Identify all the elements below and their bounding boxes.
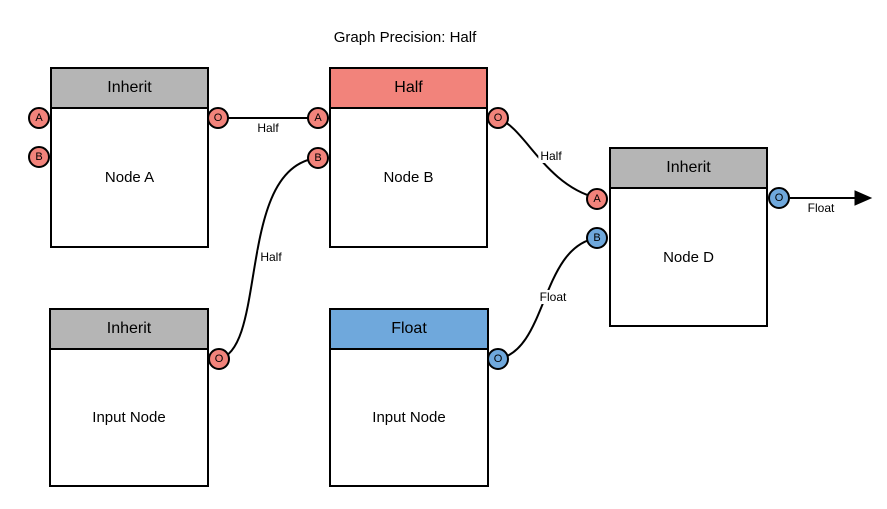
node-b-port-b[interactable]: B xyxy=(307,147,329,169)
edge-label-input1-to-nodeb: Half xyxy=(258,250,284,264)
node-d-header: Inherit xyxy=(611,149,766,189)
input-node-1-label: Input Node xyxy=(92,409,166,426)
input-node-2-port-o[interactable]: O xyxy=(487,348,509,370)
node-a-port-o[interactable]: O xyxy=(207,107,229,129)
node-d-port-b[interactable]: B xyxy=(586,227,608,249)
node-a-label: Node A xyxy=(104,169,155,186)
node-b-port-a[interactable]: A xyxy=(307,107,329,129)
node-d-label: Node D xyxy=(663,248,714,266)
edge-label-input2-to-noded: Float xyxy=(537,290,569,304)
edge-label-nodea-to-nodeb: Half xyxy=(255,121,281,135)
edge-nodeb-to-noded[interactable] xyxy=(498,118,598,199)
node-a[interactable]: Inherit Node A xyxy=(50,67,209,248)
input-node-1[interactable]: Inherit Input Node xyxy=(49,308,209,487)
edge-label-output-arrow: Float xyxy=(805,201,837,215)
node-b-header: Half xyxy=(331,69,486,109)
node-b[interactable]: Half Node B xyxy=(329,67,488,248)
arrow-head-icon xyxy=(854,190,873,206)
node-a-port-a[interactable]: A xyxy=(28,107,50,129)
input-node-2-label: Input Node xyxy=(372,409,446,426)
input-node-1-port-o[interactable]: O xyxy=(208,348,230,370)
graph-title: Graph Precision: Half xyxy=(333,29,477,46)
node-d-port-o[interactable]: O xyxy=(768,187,790,209)
edge-label-nodeb-to-noded: Half xyxy=(538,149,564,163)
node-a-port-b[interactable]: B xyxy=(28,146,50,168)
node-d[interactable]: Inherit Node D xyxy=(609,147,768,327)
node-b-port-o[interactable]: O xyxy=(487,107,509,129)
node-b-label: Node B xyxy=(383,169,434,186)
input-node-2-header: Float xyxy=(331,310,487,350)
node-d-port-a[interactable]: A xyxy=(586,188,608,210)
input-node-1-header: Inherit xyxy=(51,310,207,350)
input-node-2[interactable]: Float Input Node xyxy=(329,308,489,487)
node-a-header: Inherit xyxy=(52,69,207,109)
edge-input1-to-nodeb[interactable] xyxy=(218,157,319,360)
